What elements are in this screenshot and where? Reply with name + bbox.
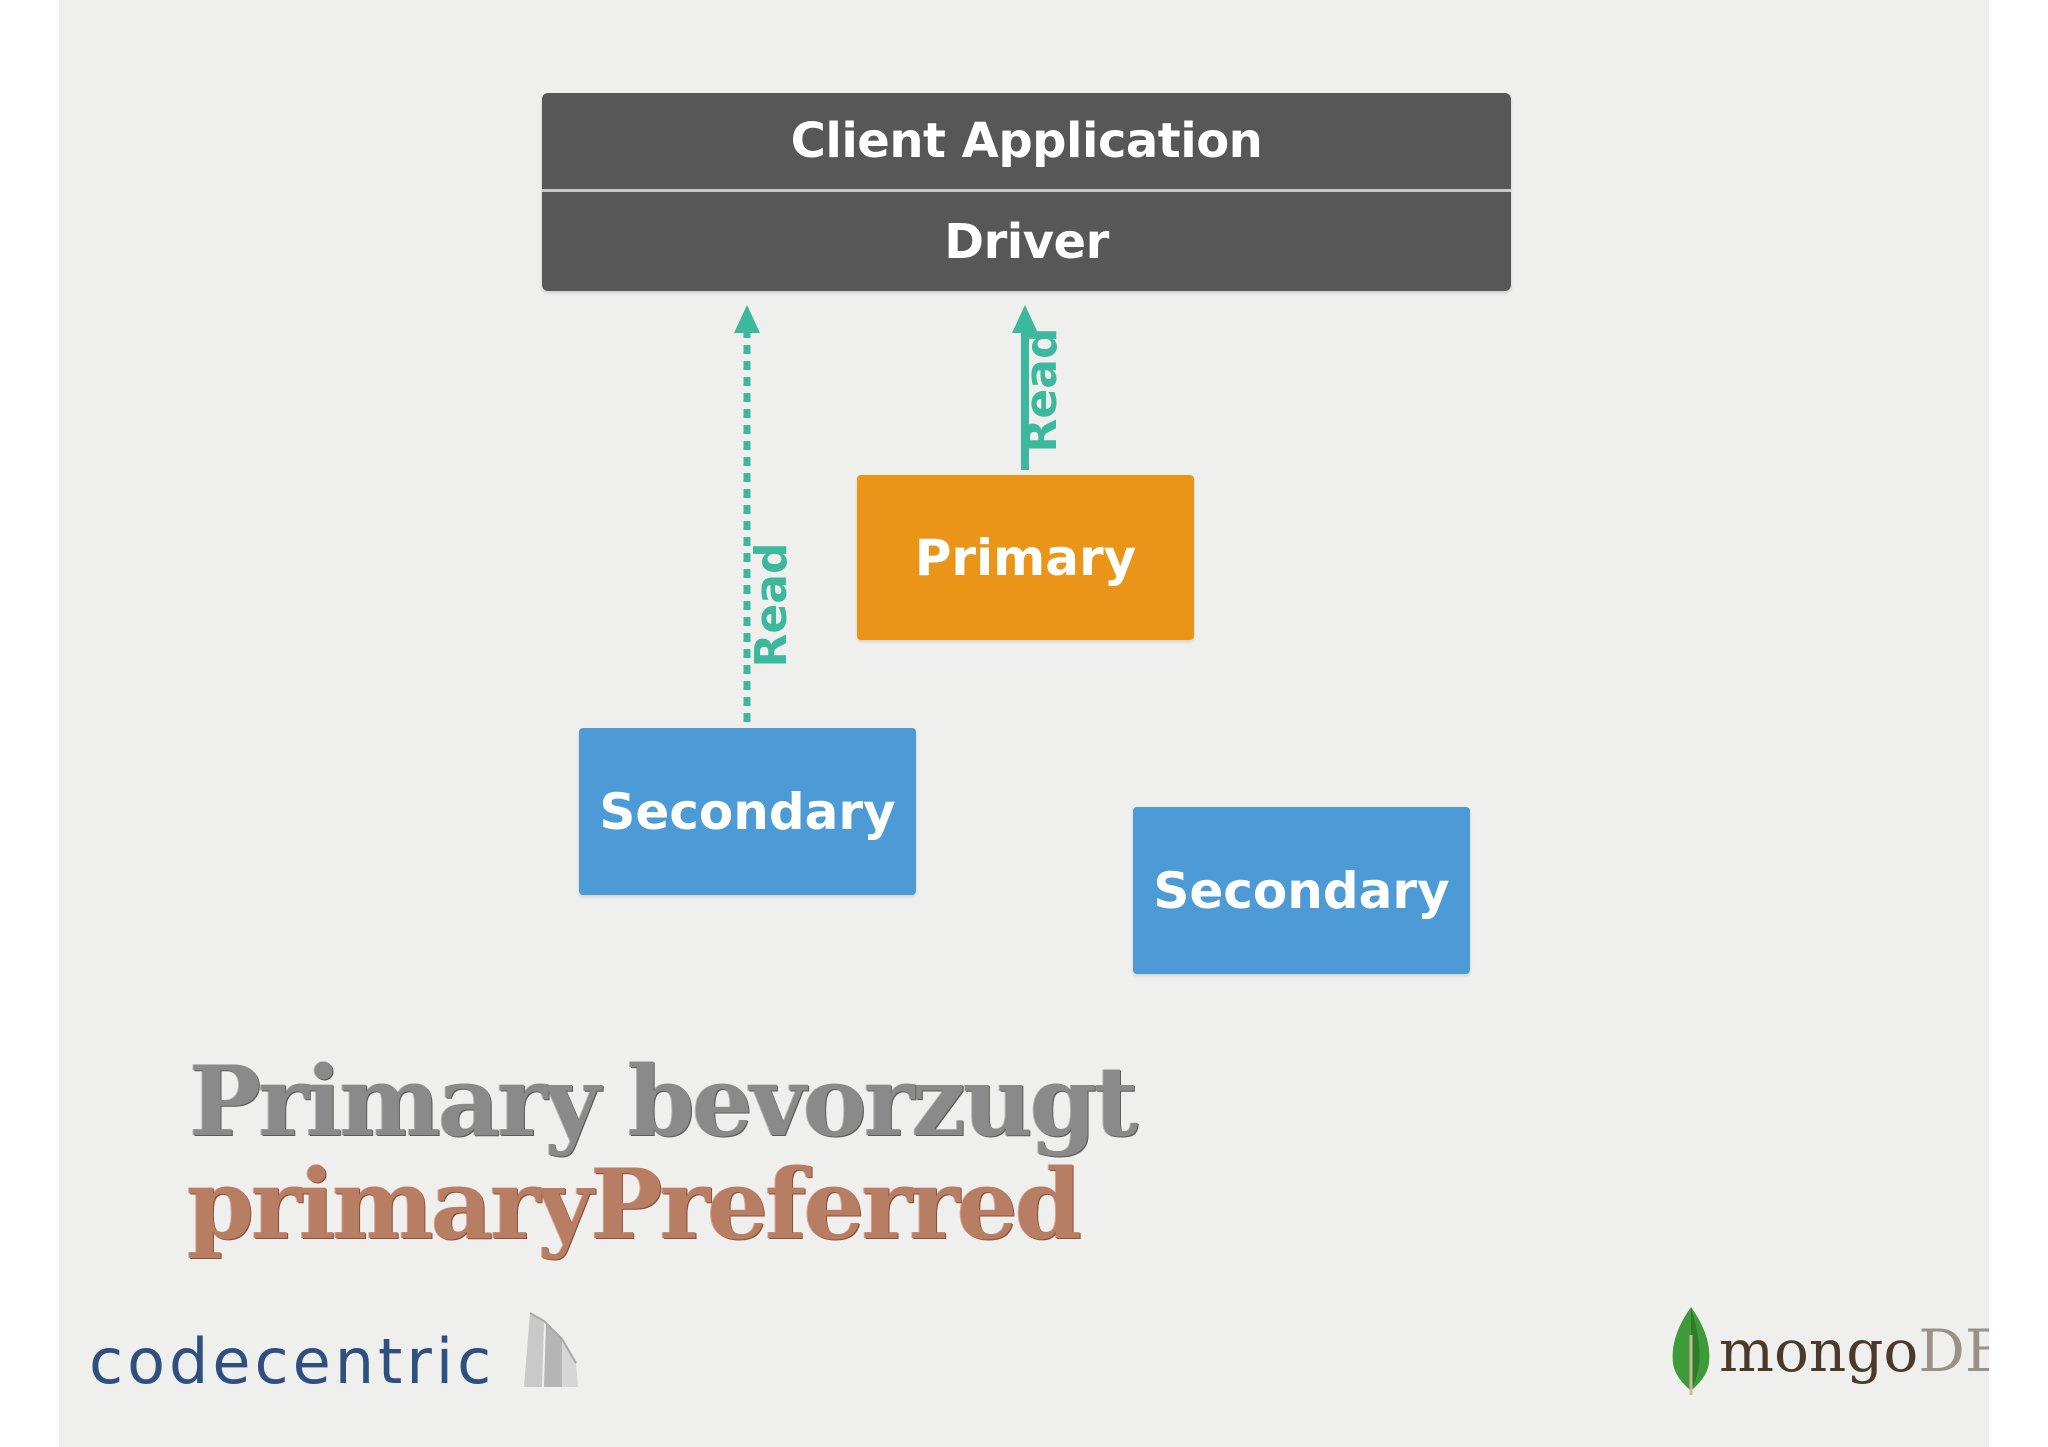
slide: Client Application Driver Read Read Prim… bbox=[59, 0, 1989, 1447]
driver: Driver bbox=[542, 192, 1511, 291]
primary-read-label: Read bbox=[1016, 328, 1067, 453]
secondary-read-label: Read bbox=[746, 543, 797, 668]
secondary-node-2-label: Secondary bbox=[1153, 861, 1450, 920]
primary-node-label: Primary bbox=[914, 528, 1137, 587]
client-block: Client Application Driver bbox=[542, 93, 1511, 291]
title-german: Primary bevorzugt bbox=[189, 1045, 1138, 1158]
mongodb-wordmark: mongoDB bbox=[1719, 1317, 1989, 1385]
title-mode: primaryPreferred bbox=[187, 1148, 1082, 1261]
mongodb-logo: mongoDB bbox=[1667, 1305, 1989, 1397]
client-application: Client Application bbox=[542, 93, 1511, 189]
client-divider bbox=[542, 189, 1511, 192]
leaf-icon bbox=[1672, 1307, 1710, 1395]
read-arrows: Read Read bbox=[734, 305, 1067, 722]
primary-read-arrow-head bbox=[1012, 305, 1038, 333]
mongodb-wordmark-suffix: DB bbox=[1918, 1317, 1989, 1385]
secondary-node-1-label: Secondary bbox=[599, 782, 896, 841]
primary-node: Primary bbox=[857, 475, 1194, 640]
codecentric-logo: codecentric bbox=[89, 1325, 496, 1398]
secondary-node-1: Secondary bbox=[579, 728, 916, 895]
mongodb-wordmark-prefix: mongo bbox=[1719, 1317, 1919, 1385]
secondary-node-2: Secondary bbox=[1133, 807, 1470, 974]
secondary-read-arrow-head bbox=[734, 305, 760, 333]
codecentric-mark-icon bbox=[524, 1312, 578, 1387]
